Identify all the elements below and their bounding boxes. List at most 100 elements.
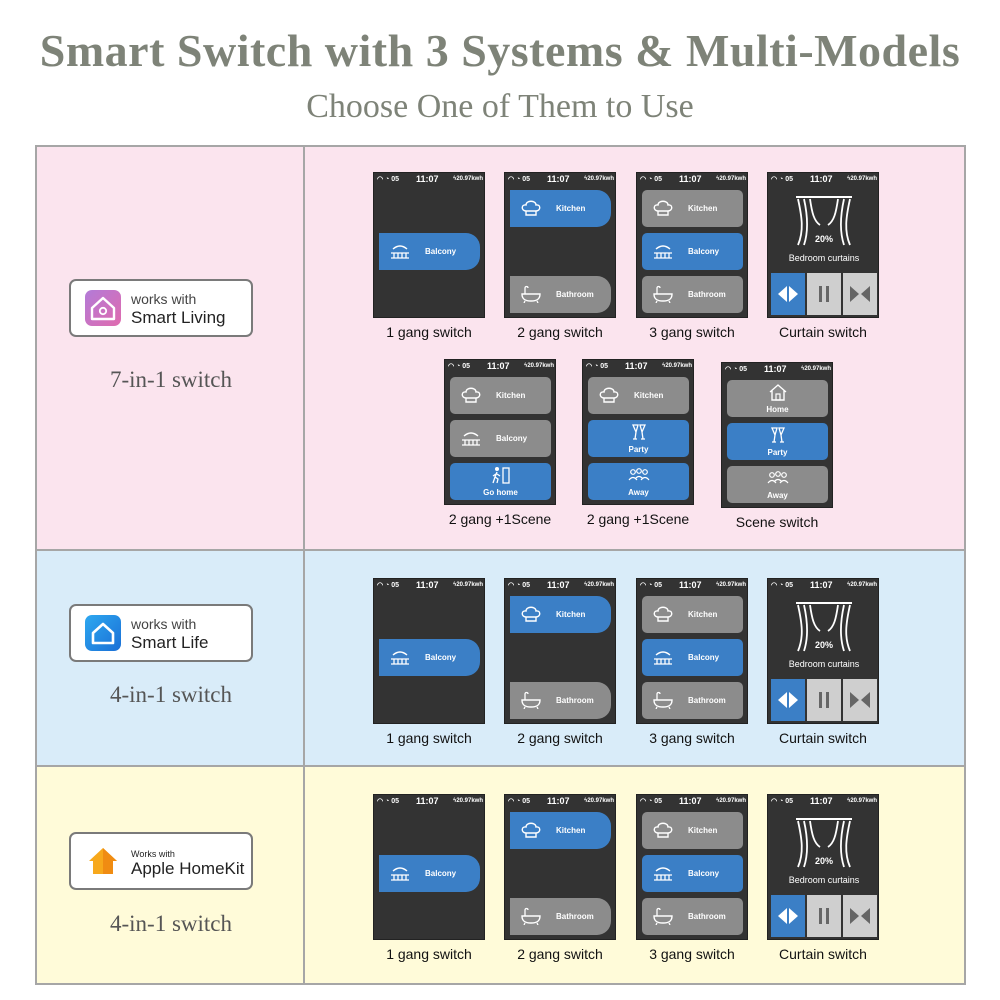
- status-energy: 20.97kwh: [456, 582, 483, 588]
- status-time: 11:07: [547, 174, 570, 184]
- balcony-tile[interactable]: Balcony: [379, 855, 480, 892]
- curtain-close-button[interactable]: [843, 895, 877, 937]
- tile-label: Kitchen: [634, 391, 664, 400]
- curtain-close-button[interactable]: [843, 679, 877, 721]
- bathroom-tile[interactable]: Bathroom: [510, 898, 611, 935]
- status-energy: 20.97kwh: [850, 582, 877, 588]
- status-time: 11:07: [416, 580, 439, 590]
- wifi-icon: ◠: [771, 582, 778, 589]
- status-time: 11:07: [679, 580, 702, 590]
- curtain-pause-button[interactable]: [807, 679, 841, 721]
- bathtub-icon: [521, 691, 541, 709]
- signal-text: 05: [654, 798, 663, 805]
- balcony-tile[interactable]: Balcony: [379, 233, 480, 270]
- timer-icon: ◔: [779, 798, 784, 805]
- wifi-icon: ◠: [771, 798, 778, 805]
- model-label: 4-in-1 switch: [109, 911, 232, 936]
- caption: 3 gang switch: [649, 324, 735, 340]
- kitchen-tile[interactable]: Kitchen: [450, 377, 551, 414]
- page-subtitle: Choose One of Them to Use: [306, 88, 694, 125]
- bathroom-tile[interactable]: Bathroom: [642, 682, 743, 719]
- smart-living-logo-icon: [85, 290, 121, 326]
- open-arrows-icon: [778, 908, 798, 924]
- status-time: 11:07: [679, 174, 702, 184]
- kitchen-tile[interactable]: Kitchen: [642, 596, 743, 633]
- chef-hat-icon: [461, 387, 481, 403]
- balcony-tile[interactable]: Balcony: [642, 639, 743, 676]
- status-time: 11:07: [416, 796, 439, 806]
- tile-label: Balcony: [688, 869, 720, 878]
- curtain-percent: 20%: [814, 234, 833, 244]
- kitchen-tile[interactable]: Kitchen: [510, 596, 611, 633]
- curtain-open-button[interactable]: [771, 679, 805, 721]
- status-time: 11:07: [810, 174, 833, 184]
- curtain-open-button[interactable]: [771, 273, 805, 315]
- party-tile[interactable]: Party: [588, 420, 689, 457]
- systems-table: works with Smart Living 7-in-1 switch ◠ …: [35, 145, 966, 985]
- caption: 2 gang +1Scene: [448, 511, 552, 527]
- tile-label: Balcony: [688, 653, 720, 662]
- badge-line1: works with: [131, 616, 197, 632]
- status-energy: 20.97kwh: [456, 798, 483, 804]
- timer-icon: ◔: [733, 366, 738, 373]
- bathtub-icon: [521, 285, 541, 303]
- away-tile[interactable]: Away: [727, 466, 828, 503]
- status-energy: 20.97kwh: [804, 366, 831, 372]
- model-label: 4-in-1 switch: [109, 682, 232, 707]
- badge-line2: Smart Living: [131, 308, 226, 327]
- bathroom-tile[interactable]: Bathroom: [510, 276, 611, 313]
- chef-hat-icon: [599, 387, 619, 403]
- status-time: 11:07: [416, 174, 439, 184]
- bathroom-tile[interactable]: Bathroom: [642, 276, 743, 313]
- tile-label: Bathroom: [556, 696, 594, 705]
- party-tile[interactable]: Party: [727, 423, 828, 460]
- timer-icon: ◔: [385, 798, 390, 805]
- status-energy: 20.97kwh: [719, 798, 746, 804]
- away-tile[interactable]: Away: [588, 463, 689, 500]
- timer-icon: ◔: [516, 582, 521, 589]
- bathroom-tile[interactable]: Bathroom: [510, 682, 611, 719]
- signal-text: 05: [654, 582, 663, 589]
- chef-hat-icon: [521, 200, 541, 216]
- tile-label: Balcony: [425, 653, 457, 662]
- lightning-icon: ϟ: [584, 798, 588, 804]
- kitchen-tile[interactable]: Kitchen: [642, 190, 743, 227]
- status-energy: 20.97kwh: [456, 176, 483, 182]
- signal-text: 05: [391, 176, 400, 183]
- pause-icon: [819, 908, 829, 924]
- curtain-pause-button[interactable]: [807, 895, 841, 937]
- balcony-tile[interactable]: Balcony: [379, 639, 480, 676]
- balcony-tile[interactable]: Balcony: [642, 855, 743, 892]
- home-tile[interactable]: Home: [727, 380, 828, 417]
- system-info: works with Smart Living 7-in-1 switch: [37, 147, 305, 549]
- chef-hat-icon: [521, 606, 541, 622]
- go-home-tile[interactable]: Go home: [450, 463, 551, 500]
- caption: 2 gang switch: [517, 324, 603, 340]
- signal-text: 05: [522, 176, 531, 183]
- kitchen-tile[interactable]: Kitchen: [588, 377, 689, 414]
- status-energy: 20.97kwh: [850, 176, 877, 182]
- balcony-tile[interactable]: Balcony: [450, 420, 551, 457]
- kitchen-tile[interactable]: Kitchen: [642, 812, 743, 849]
- kitchen-tile[interactable]: Kitchen: [510, 812, 611, 849]
- tile-label: Party: [628, 445, 649, 454]
- curtain-close-button[interactable]: [843, 273, 877, 315]
- curtain-pause-button[interactable]: [807, 273, 841, 315]
- close-arrows-icon: [850, 692, 870, 708]
- curtain-open-button[interactable]: [771, 895, 805, 937]
- caption: 1 gang switch: [386, 324, 472, 340]
- bathroom-tile[interactable]: Bathroom: [642, 898, 743, 935]
- home-icon: [769, 384, 787, 401]
- wifi-icon: ◠: [640, 176, 647, 183]
- lightning-icon: ϟ: [801, 366, 805, 372]
- lightning-icon: ϟ: [847, 582, 851, 588]
- pause-icon: [819, 286, 829, 302]
- kitchen-tile[interactable]: Kitchen: [510, 190, 611, 227]
- balcony-tile[interactable]: Balcony: [642, 233, 743, 270]
